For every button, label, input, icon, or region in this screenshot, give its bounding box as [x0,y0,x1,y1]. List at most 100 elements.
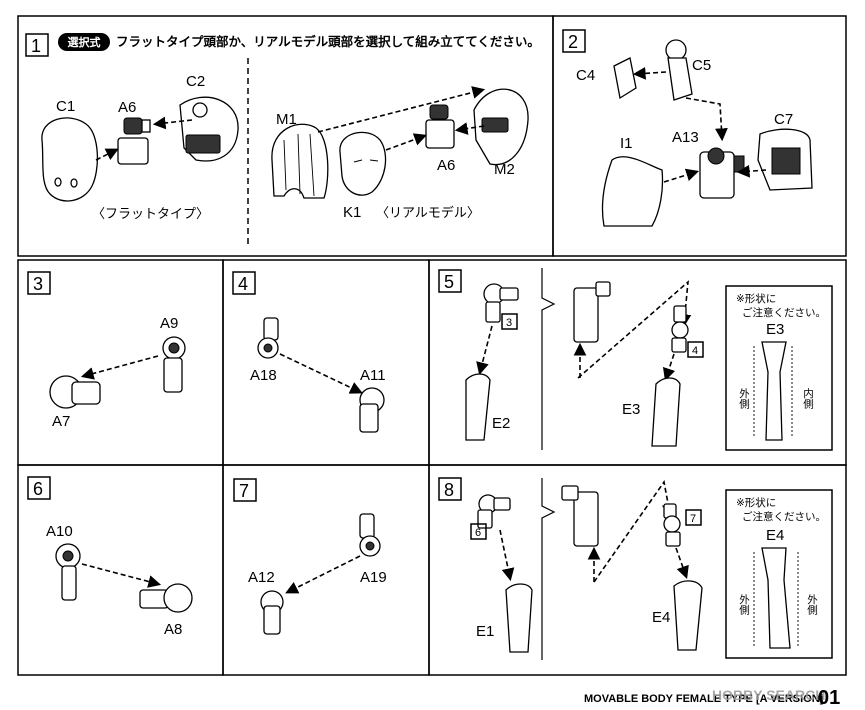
select-badge-label: 選択式 [68,35,101,49]
label-e3: E3 [622,401,640,418]
label-c2: C2 [186,73,205,90]
part-c1-head-flat [41,117,99,202]
step-6-number: 6 [33,479,43,499]
note-e3-inner: 内側 [802,387,814,409]
label-a8: A8 [164,621,182,638]
step-1-instruction: フラットタイプ頭部か、リアルモデル頭部を選択して組み立ててください。 [116,34,540,49]
part-a18 [257,317,279,359]
label-a7: A7 [52,413,70,430]
part-a7 [49,375,101,409]
label-i1: I1 [620,135,633,152]
step-2-number: 2 [568,32,578,52]
step-2-number-box [562,29,586,53]
part-a6-joint-flat [117,117,151,165]
part-a10-a8-subassembly [477,494,511,529]
step-8-divider [541,478,556,660]
part-k1-face-real [339,131,387,196]
step-5-panel: 5 3 E2 4 E3 [428,259,847,466]
caption-flat-type: 〈フラットタイプ〉 [92,207,209,222]
part-e2-subassembled [573,281,611,343]
part-e4 [673,580,703,651]
part-e2 [465,373,491,441]
label-a9: A9 [160,315,178,332]
shape-note-e3: ※形状に ご注意ください。 E3 外側 内側 [725,285,833,451]
step-6-number-box [27,476,51,500]
step-8-number: 8 [444,480,454,500]
step-1-number: 1 [31,36,41,56]
step-1-panel: 1 選択式 フラットタイプ頭部か、リアルモデル頭部を選択して組み立ててください。… [17,15,554,257]
part-c7-chest-back [757,128,813,191]
shape-note-e4: ※形状に ご注意ください。 E4 外側 外側 [725,489,833,659]
part-a6-joint-real [425,104,455,149]
label-a18: A18 [250,367,277,384]
note-e4-part: E4 [766,527,784,544]
label-e1: E1 [476,623,494,640]
part-m1-hair [271,123,329,199]
step-3-number-box [27,271,51,295]
part-a9 [162,336,186,393]
part-a19 [359,513,381,557]
part-c5-neck [665,39,693,101]
watermark-hobby-search: HOBBY SEARCH [712,687,825,703]
label-a11: A11 [360,367,386,384]
part-a13-joint [699,147,745,199]
note-e3-part: E3 [766,321,784,338]
label-a12: A12 [248,569,275,586]
step-7-panel: 7 A19 A12 [222,464,430,676]
part-c2-head-back [179,96,239,162]
step-6-panel: 6 A10 A8 [17,464,224,676]
label-a6-flat: A6 [118,99,136,116]
label-c1: C1 [56,98,75,115]
step-2-panel: 2 C4 C5 A13 C7 I1 [552,15,847,257]
label-m1: M1 [276,111,297,128]
note-e3-line2: ご注意ください。 [742,306,826,319]
step-3-number: 3 [33,274,43,294]
part-a8 [139,583,193,613]
ref-step-4-box [687,341,704,358]
step-8-panel: 8 6 E1 7 E4 [428,464,847,676]
caption-real-model: 〈リアルモデル〉 [376,205,480,221]
label-e2: E2 [492,415,510,432]
footer-title: MOVABLE BODY FEMALE TYPE [A VERSION] [584,693,824,705]
label-m2: M2 [494,161,515,178]
note-e4-outer-right: 外側 [806,594,818,615]
ref-step-6: 6 [475,527,481,539]
ref-step-4: 4 [692,345,698,357]
label-c4: C4 [576,67,595,84]
step-3-panel: 3 A9 A7 [17,259,224,466]
part-e1-subassembled [561,485,599,547]
note-e3-line1: ※形状に [736,292,776,305]
part-a10 [55,543,81,601]
note-e4-line1: ※形状に [736,496,776,509]
label-a6-real: A6 [437,157,455,174]
label-e4: E4 [652,609,670,626]
note-e4-line2: ご注意ください。 [742,510,826,523]
label-c5: C5 [692,57,711,74]
ref-step-7: 7 [690,513,696,525]
label-a13: A13 [672,129,699,146]
part-a9-a7-subassembly [483,283,519,323]
ref-step-3: 3 [506,317,512,329]
part-c4 [613,57,637,100]
label-a10: A10 [46,523,73,540]
label-a19: A19 [360,569,387,586]
note-e3-outer: 外側 [738,388,750,409]
select-badge [58,33,110,51]
step-4-panel: 4 A18 A11 [222,259,430,466]
ref-step-3-box [501,313,518,330]
note-e4-outer-left: 外側 [738,594,750,615]
part-a18-a11-subassembly [671,305,689,353]
step-5-number: 5 [444,272,454,292]
step-5-divider [541,268,556,450]
page-number: 01 [818,687,840,709]
ref-step-6-box [470,523,487,540]
part-a11 [359,387,385,433]
part-a12 [260,590,284,635]
step-4-number-box [232,271,256,295]
part-a12-a19-subassembly [663,503,681,547]
label-k1: K1 [343,204,361,221]
step-4-number: 4 [238,274,248,294]
part-e1 [505,583,533,653]
part-i1-chest [601,156,664,227]
